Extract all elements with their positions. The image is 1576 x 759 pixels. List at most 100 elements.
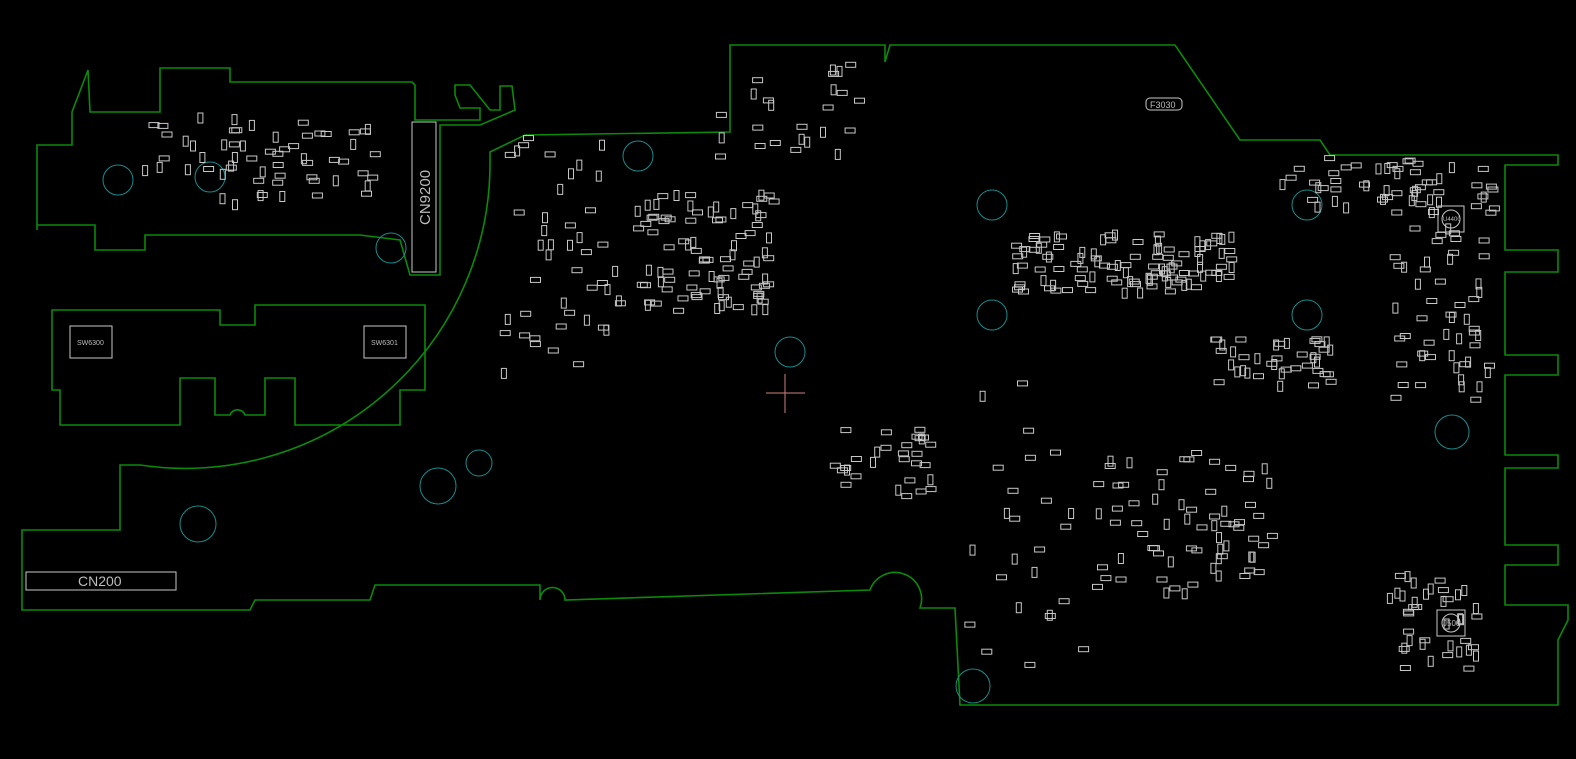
smd-component[interactable] bbox=[1003, 507, 1010, 519]
smd-component[interactable] bbox=[1228, 359, 1235, 371]
smd-component[interactable] bbox=[702, 256, 714, 263]
smd-component[interactable] bbox=[1183, 456, 1195, 463]
smd-component[interactable] bbox=[1153, 550, 1164, 557]
smd-component[interactable] bbox=[1079, 246, 1086, 258]
smd-component[interactable] bbox=[1148, 263, 1160, 270]
smd-component[interactable] bbox=[901, 442, 913, 449]
smd-component[interactable] bbox=[1046, 609, 1053, 621]
smd-component[interactable] bbox=[1226, 256, 1238, 263]
smd-component[interactable] bbox=[1458, 614, 1464, 626]
smd-component[interactable] bbox=[752, 77, 764, 84]
smd-component[interactable] bbox=[836, 89, 848, 96]
smd-component[interactable] bbox=[1213, 379, 1225, 386]
smd-component[interactable] bbox=[1216, 233, 1223, 244]
smd-component[interactable] bbox=[1225, 464, 1237, 471]
smd-component[interactable] bbox=[1158, 479, 1165, 491]
smd-component[interactable] bbox=[836, 65, 843, 77]
smd-component[interactable] bbox=[272, 150, 284, 157]
smd-component[interactable] bbox=[1197, 261, 1203, 273]
smd-component[interactable] bbox=[925, 441, 937, 448]
smd-component[interactable] bbox=[1132, 239, 1144, 245]
fuse-body[interactable] bbox=[1145, 97, 1183, 111]
smd-component[interactable] bbox=[715, 216, 727, 223]
smd-component[interactable] bbox=[1137, 287, 1144, 299]
smd-component[interactable] bbox=[762, 97, 774, 104]
smd-component[interactable] bbox=[1012, 263, 1019, 275]
smd-component[interactable] bbox=[1161, 266, 1168, 278]
smd-component[interactable] bbox=[301, 132, 313, 139]
smd-component[interactable] bbox=[564, 222, 576, 229]
smd-component[interactable] bbox=[1472, 603, 1479, 614]
smd-component[interactable] bbox=[698, 257, 710, 264]
smd-component[interactable] bbox=[634, 205, 641, 217]
smd-component[interactable] bbox=[1408, 195, 1415, 207]
smd-component[interactable] bbox=[542, 212, 548, 224]
smd-component[interactable] bbox=[1131, 520, 1143, 527]
smd-component[interactable] bbox=[1171, 279, 1183, 286]
smd-component[interactable] bbox=[1012, 253, 1024, 260]
smd-component[interactable] bbox=[603, 324, 610, 336]
smd-component[interactable] bbox=[1094, 256, 1101, 268]
smd-component[interactable] bbox=[1104, 232, 1116, 239]
smd-component[interactable] bbox=[1167, 556, 1174, 568]
smd-component[interactable] bbox=[1386, 162, 1398, 169]
smd-component[interactable] bbox=[288, 143, 300, 150]
smd-component[interactable] bbox=[660, 214, 672, 221]
smd-component[interactable] bbox=[1076, 266, 1088, 273]
switch-sw6301[interactable]: SW6301 bbox=[363, 325, 407, 359]
smd-component[interactable] bbox=[1028, 236, 1040, 242]
smd-component[interactable] bbox=[1274, 340, 1286, 347]
components[interactable] bbox=[142, 61, 1500, 672]
smd-component[interactable] bbox=[530, 276, 541, 283]
smd-component[interactable] bbox=[751, 304, 758, 316]
smd-component[interactable] bbox=[257, 190, 264, 202]
smd-component[interactable] bbox=[1403, 610, 1415, 617]
smd-component[interactable] bbox=[1423, 339, 1435, 346]
smd-component[interactable] bbox=[1445, 311, 1457, 318]
smd-component[interactable] bbox=[573, 361, 585, 368]
smd-component[interactable] bbox=[755, 210, 762, 222]
smd-component[interactable] bbox=[1314, 356, 1320, 368]
smd-component[interactable] bbox=[898, 456, 910, 463]
smd-component[interactable] bbox=[529, 341, 541, 348]
smd-component[interactable] bbox=[1476, 286, 1483, 298]
smd-component[interactable] bbox=[1443, 328, 1450, 340]
smd-component[interactable] bbox=[657, 193, 669, 200]
smd-component[interactable] bbox=[712, 217, 723, 224]
smd-component[interactable] bbox=[1235, 336, 1247, 343]
smd-component[interactable] bbox=[979, 390, 986, 402]
smd-component[interactable] bbox=[663, 244, 675, 251]
smd-component[interactable] bbox=[1178, 499, 1185, 511]
smd-component[interactable] bbox=[308, 177, 320, 184]
smd-component[interactable] bbox=[1211, 336, 1223, 343]
smd-component[interactable] bbox=[1100, 575, 1112, 582]
smd-component[interactable] bbox=[1023, 427, 1035, 434]
smd-component[interactable] bbox=[981, 648, 993, 655]
smd-component[interactable] bbox=[253, 177, 265, 184]
smd-component[interactable] bbox=[722, 265, 734, 272]
smd-component[interactable] bbox=[640, 282, 651, 289]
smd-component[interactable] bbox=[1019, 246, 1031, 253]
smd-component[interactable] bbox=[1060, 523, 1072, 530]
smd-component[interactable] bbox=[1050, 279, 1057, 291]
smd-component[interactable] bbox=[1216, 553, 1228, 560]
smd-component[interactable] bbox=[657, 266, 664, 278]
chip-u4400[interactable]: U4400 bbox=[1437, 205, 1465, 233]
smd-component[interactable] bbox=[715, 153, 726, 160]
smd-component[interactable] bbox=[1401, 642, 1408, 654]
smd-component[interactable] bbox=[1478, 237, 1490, 244]
smd-component[interactable] bbox=[1399, 333, 1411, 339]
smd-component[interactable] bbox=[828, 70, 840, 77]
smd-component[interactable] bbox=[369, 151, 381, 158]
smd-component[interactable] bbox=[1417, 350, 1429, 357]
smd-component[interactable] bbox=[901, 493, 913, 500]
smd-component[interactable] bbox=[597, 241, 609, 248]
smd-component[interactable] bbox=[664, 216, 676, 223]
smd-component[interactable] bbox=[756, 195, 768, 202]
smd-component[interactable] bbox=[504, 151, 516, 158]
smd-component[interactable] bbox=[690, 247, 702, 254]
smd-component[interactable] bbox=[644, 199, 651, 211]
smd-component[interactable] bbox=[1164, 288, 1176, 295]
smd-component[interactable] bbox=[1469, 342, 1481, 349]
smd-component[interactable] bbox=[604, 284, 611, 296]
